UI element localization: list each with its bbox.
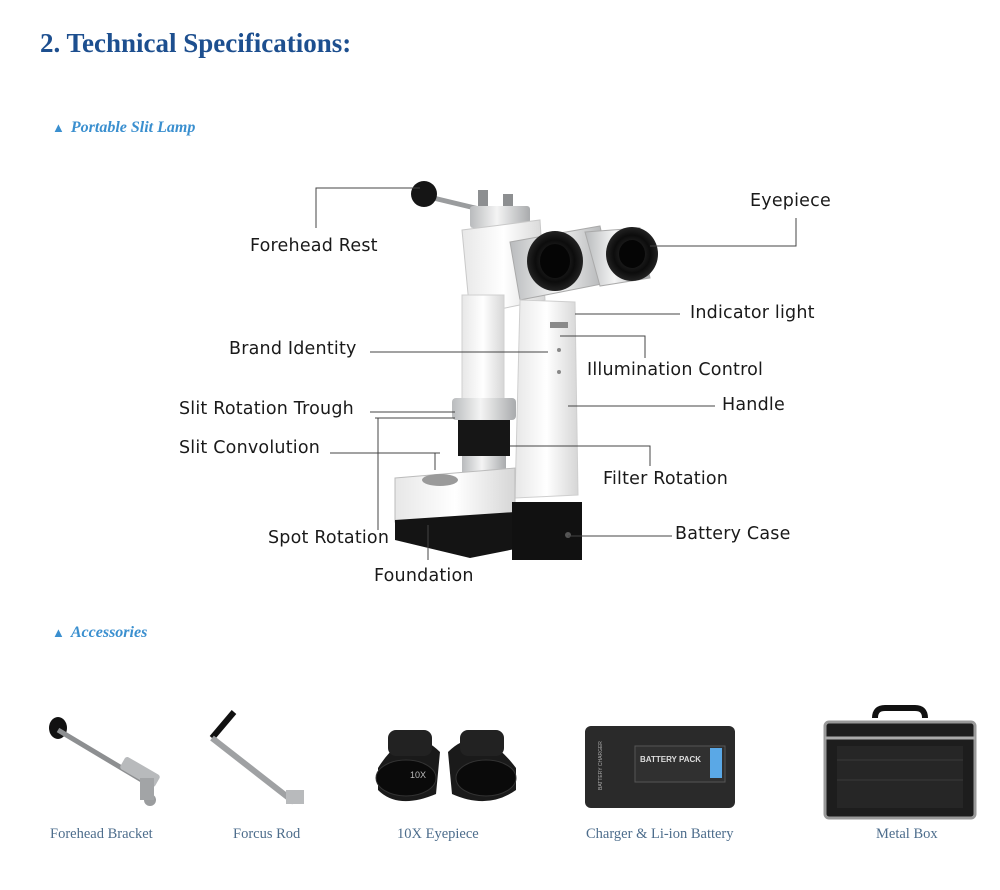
label-illumination-control: Illumination Control xyxy=(587,360,764,380)
caption-focus-rod: Forcus Rod xyxy=(233,826,301,842)
label-foundation: Foundation xyxy=(374,566,474,586)
label-spot-rotation: Spot Rotation xyxy=(268,528,390,548)
battery-charger-label: BATTERY CHARGER xyxy=(598,741,604,790)
label-forehead-rest: Forehead Rest xyxy=(250,236,378,256)
label-handle: Handle xyxy=(722,395,785,415)
slit-lamp-image xyxy=(315,181,797,560)
eyepiece-engraving: 10X xyxy=(410,770,426,780)
forehead-bracket-image xyxy=(40,690,170,820)
label-indicator-light: Indicator light xyxy=(690,303,815,323)
metal-box-image xyxy=(815,690,985,825)
section-label: Accessories xyxy=(70,624,148,641)
battery-pack-label: BATTERY PACK xyxy=(640,755,701,764)
caption-10x-eyepiece: 10X Eyepiece xyxy=(397,826,479,842)
label-slit-rotation-trough: Slit Rotation Trough xyxy=(179,399,354,419)
eyepiece-pair-image: 10X xyxy=(368,690,523,820)
slit-lamp-diagram: Forehead Rest Eyepiece Indicator light B… xyxy=(0,150,1000,610)
caption-forehead-bracket: Forehead Bracket xyxy=(50,826,153,842)
charger-battery-image: BATTERY PACK BATTERY CHARGER xyxy=(580,690,740,820)
label-slit-convolution: Slit Convolution xyxy=(179,438,321,458)
page-title: 2. Technical Specifications: xyxy=(40,28,352,58)
label-eyepiece: Eyepiece xyxy=(750,191,831,211)
label-battery-case: Battery Case xyxy=(675,524,791,544)
label-filter-rotation: Filter Rotation xyxy=(603,469,729,489)
section-heading-accessories: ▲ Accessories xyxy=(52,624,147,642)
triangle-marker-icon: ▲ xyxy=(52,625,65,640)
focus-rod-image xyxy=(198,690,318,820)
caption-metal-box: Metal Box xyxy=(876,826,938,842)
section-label: Portable Slit Lamp xyxy=(70,119,196,136)
triangle-marker-icon: ▲ xyxy=(52,120,65,135)
section-heading-lamp: ▲ Portable Slit Lamp xyxy=(52,119,195,137)
label-brand-identity: Brand Identity xyxy=(229,339,357,359)
caption-charger-battery: Charger & Li-ion Battery xyxy=(586,826,734,842)
